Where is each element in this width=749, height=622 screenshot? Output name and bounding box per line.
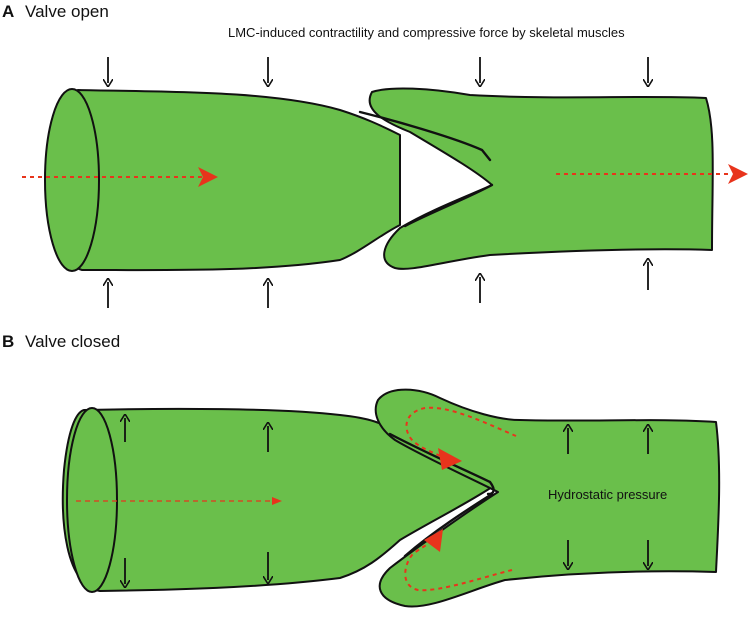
backflow-arrowhead-upper xyxy=(438,448,462,470)
lower-leaflet-edge-b xyxy=(403,492,494,558)
lower-leaflet-edge-a xyxy=(403,183,494,228)
backflow-arrow-upper xyxy=(405,406,517,459)
vessel-opening-b xyxy=(66,407,118,593)
panel-a: A Valve open LMC-induced contractility a… xyxy=(2,2,748,308)
backflow-arrow-lower xyxy=(404,541,513,592)
flow-arrowhead-left-a xyxy=(198,167,218,187)
backflow-arrowhead-lower xyxy=(424,529,443,552)
panel-b: B Valve closed Hydrostatic pressure xyxy=(2,332,721,608)
panel-a-letter: A xyxy=(2,2,14,21)
downstream-vessel-segment-b xyxy=(374,388,721,608)
downstream-vessel-segment-a xyxy=(368,87,714,270)
hydrostatic-pressure-label: Hydrostatic pressure xyxy=(548,487,667,502)
flow-arrowhead-right-a xyxy=(728,164,748,184)
flow-arrowhead-left-b xyxy=(272,497,282,505)
panel-a-caption: LMC-induced contractility and compressiv… xyxy=(228,25,625,40)
upper-leaflet-edge-a xyxy=(358,110,492,162)
svg-text:A Valve open: A Valve open xyxy=(2,2,109,21)
panel-a-title: Valve open xyxy=(25,2,109,21)
panel-b-title: Valve closed xyxy=(25,332,120,351)
panel-b-letter: B xyxy=(2,332,14,351)
upper-leaflet-edge-b xyxy=(388,432,495,496)
vessel-opening-a xyxy=(44,88,100,272)
svg-text:B Valve closed: B Valve closed xyxy=(2,332,120,351)
